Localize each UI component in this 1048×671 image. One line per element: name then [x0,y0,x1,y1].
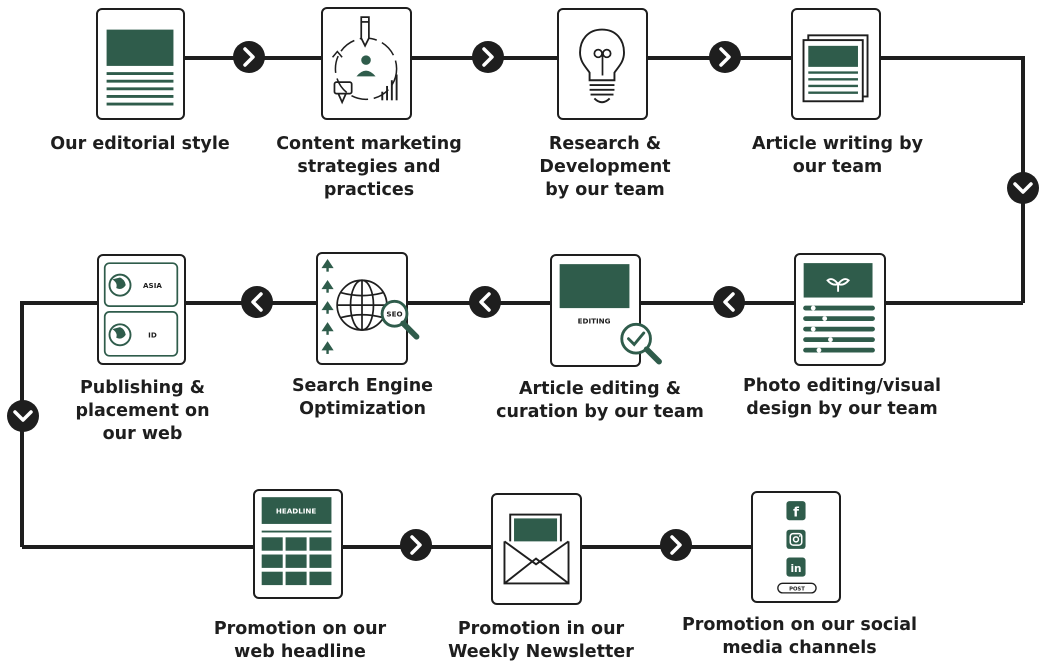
step-label-editorial-style: Our editorial style [50,134,230,154]
globe-icon-id [108,323,132,347]
id-tag: ID [148,331,157,340]
step-card-article-editing: EDITING [550,254,662,367]
seo-globe-icon: SEO [321,258,420,354]
arrow-left-icon-2 [469,286,501,318]
social-media-icon: f in POST [777,501,817,594]
asia-tag: ASIA [143,281,162,290]
step-label-article-editing: Article editing & curation by our team [496,379,704,422]
photo-design-icon [803,263,875,353]
linkedin-icon: in [786,557,806,577]
arrow-right-icon-3 [709,41,741,73]
seo-tag: SEO [386,310,402,319]
editing-check-icon: EDITING [559,264,662,365]
editing-tag: EDITING [578,316,611,325]
step-label-newsletter: Promotion in our Weekly Newsletter [448,619,634,662]
globe-icon-asia [108,273,132,297]
arrow-down-icon-2 [7,400,39,432]
marketing-cycle-icon [331,16,398,105]
arrow-right-icon-1 [233,41,265,73]
step-card-newsletter [491,493,582,605]
lightbulb-icon [579,28,625,104]
step-card-photo-editing [794,253,886,366]
publishing-regions-icon: ASIA ID [103,262,179,357]
instagram-icon [786,529,806,549]
step-label-research-development: Research & Development by our team [539,134,671,200]
post-tag: POST [789,586,805,592]
document-icon [106,29,174,106]
newsletter-envelope-icon [503,513,570,585]
step-label-web-headline: Promotion on our web headline [213,619,387,662]
step-label-content-marketing: Content marketing strategies and practic… [276,134,462,200]
arrow-down-icon-1 [1007,172,1039,204]
arrow-right-icon-4 [400,529,432,561]
step-card-publishing: ASIA ID [97,254,186,365]
newspaper-icon [802,34,869,103]
step-label-photo-editing: Photo editing/visual design by our team [742,376,941,419]
step-label-article-writing: Article writing by our team [751,134,924,177]
step-label-publishing: Publishing & placement on our web [75,378,210,444]
connector-row-2 [20,301,1023,547]
arrow-right-icon-5 [660,529,692,561]
step-card-web-headline: HEADLINE [253,489,343,599]
step-label-social-media: Promotion on our social media channels [681,615,918,658]
step-card-seo: SEO [316,252,420,365]
step-card-article-writing [791,8,881,120]
step-card-content-marketing [321,7,412,120]
step-card-editorial-style [96,8,185,120]
arrow-right-icon-2 [472,41,504,73]
facebook-icon: f [786,501,806,520]
headline-tag: HEADLINE [276,506,317,515]
headline-grid-icon: HEADLINE [261,497,332,586]
connector-row-1 [184,56,1025,303]
svg-text:in: in [790,563,801,575]
svg-text:f: f [793,505,799,520]
arrow-left-icon-3 [241,286,273,318]
step-card-social-media: f in POST [751,491,841,603]
step-card-research-development [557,8,648,120]
arrow-left-icon-1 [713,286,745,318]
step-label-seo: Search Engine Optimization [291,376,434,419]
